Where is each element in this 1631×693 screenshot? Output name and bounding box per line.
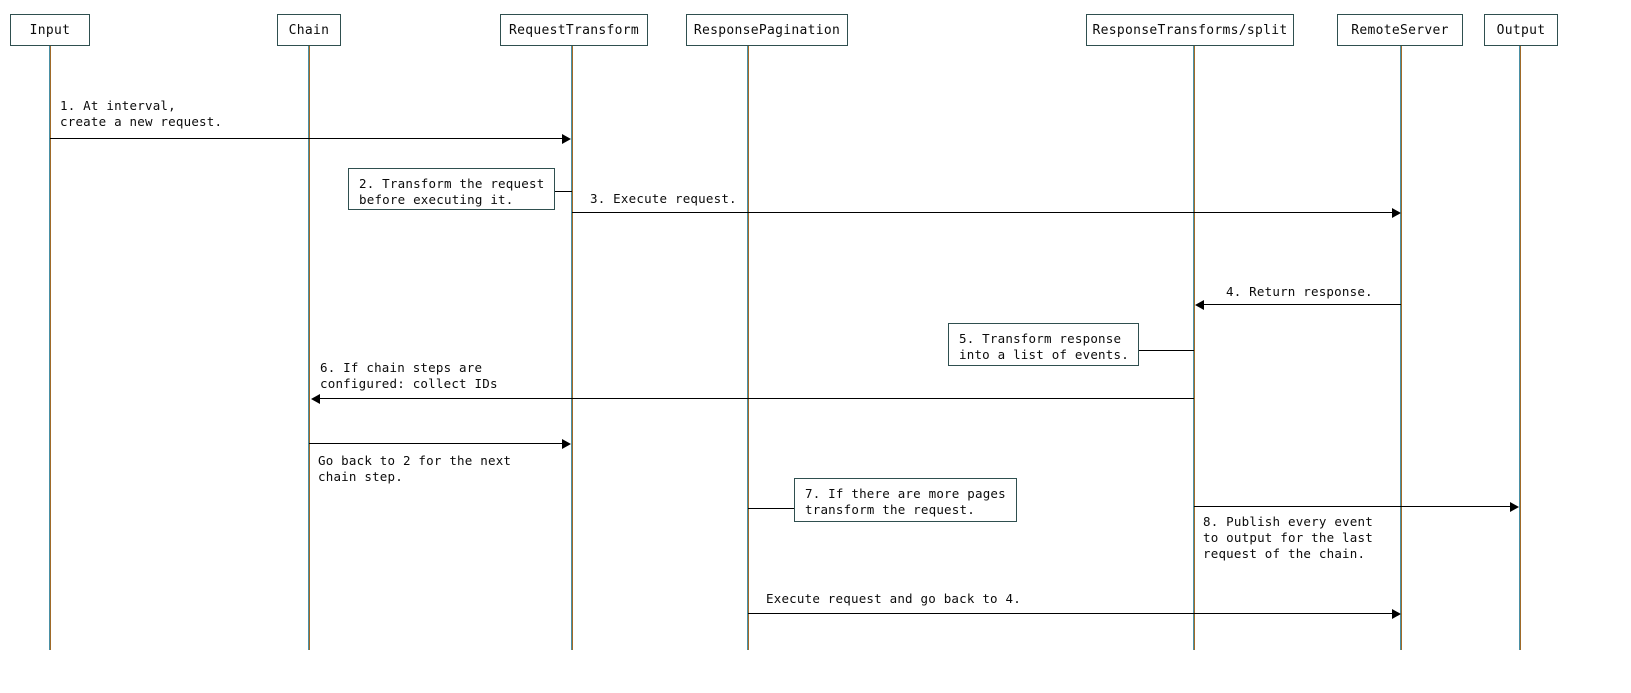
message-arrow-execute-go-back-to-4	[748, 613, 1392, 614]
lifeline-responsepagination	[747, 46, 749, 650]
note-connector-5	[1139, 350, 1194, 351]
arrowhead-icon	[1392, 609, 1401, 619]
message-arrow-8	[1194, 506, 1510, 507]
participant-label: ResponsePagination	[693, 22, 841, 38]
message-arrow-1	[50, 138, 562, 139]
message-label-6: 6. If chain steps are configured: collec…	[320, 360, 498, 391]
participant-box-responsetransforms-split[interactable]: ResponseTransforms/split	[1086, 14, 1294, 46]
lifeline-requesttransform	[571, 46, 573, 650]
note-box-2: 2. Transform the request before executin…	[348, 168, 555, 210]
participant-box-chain[interactable]: Chain	[277, 14, 341, 46]
participant-label: Output	[1496, 22, 1546, 38]
lifeline-remoteserver	[1400, 46, 1402, 650]
message-label-3: 3. Execute request.	[590, 191, 737, 206]
note-box-7: 7. If there are more pages transform the…	[794, 478, 1017, 522]
participant-label: ResponseTransforms/split	[1092, 22, 1288, 38]
arrowhead-icon	[562, 134, 571, 144]
arrowhead-icon	[311, 394, 320, 404]
participant-box-output[interactable]: Output	[1484, 14, 1558, 46]
lifeline-responsetransforms-split	[1193, 46, 1195, 650]
note-connector-7	[748, 508, 794, 509]
message-arrow-go-back-to-2	[309, 443, 562, 444]
participant-box-requesttransform[interactable]: RequestTransform	[500, 14, 648, 46]
participant-box-remoteserver[interactable]: RemoteServer	[1337, 14, 1463, 46]
participant-label: Chain	[288, 22, 330, 38]
participant-box-input[interactable]: Input	[10, 14, 90, 46]
message-label-go-back-to-2: Go back to 2 for the next chain step.	[318, 453, 512, 484]
message-label-1: 1. At interval, create a new request.	[60, 98, 223, 129]
arrowhead-icon	[1392, 208, 1401, 218]
message-label-4: 4. Return response.	[1226, 284, 1373, 299]
note-connector-2	[555, 191, 572, 192]
arrowhead-icon	[1195, 300, 1204, 310]
participant-label: RemoteServer	[1351, 22, 1449, 38]
lifeline-input	[49, 46, 51, 650]
message-label-execute-go-back-to-4: Execute request and go back to 4.	[766, 591, 1021, 606]
lifeline-output	[1519, 46, 1521, 650]
participant-label: RequestTransform	[508, 22, 640, 38]
message-arrow-6	[320, 398, 1194, 399]
lifeline-chain	[308, 46, 310, 650]
note-box-5: 5. Transform response into a list of eve…	[948, 323, 1139, 366]
message-arrow-3	[572, 212, 1392, 213]
participant-box-responsepagination[interactable]: ResponsePagination	[686, 14, 848, 46]
arrowhead-icon	[562, 439, 571, 449]
arrowhead-icon	[1510, 502, 1519, 512]
message-label-8: 8. Publish every event to output for the…	[1203, 514, 1373, 561]
participant-label: Input	[29, 22, 71, 38]
message-arrow-4	[1204, 304, 1401, 305]
